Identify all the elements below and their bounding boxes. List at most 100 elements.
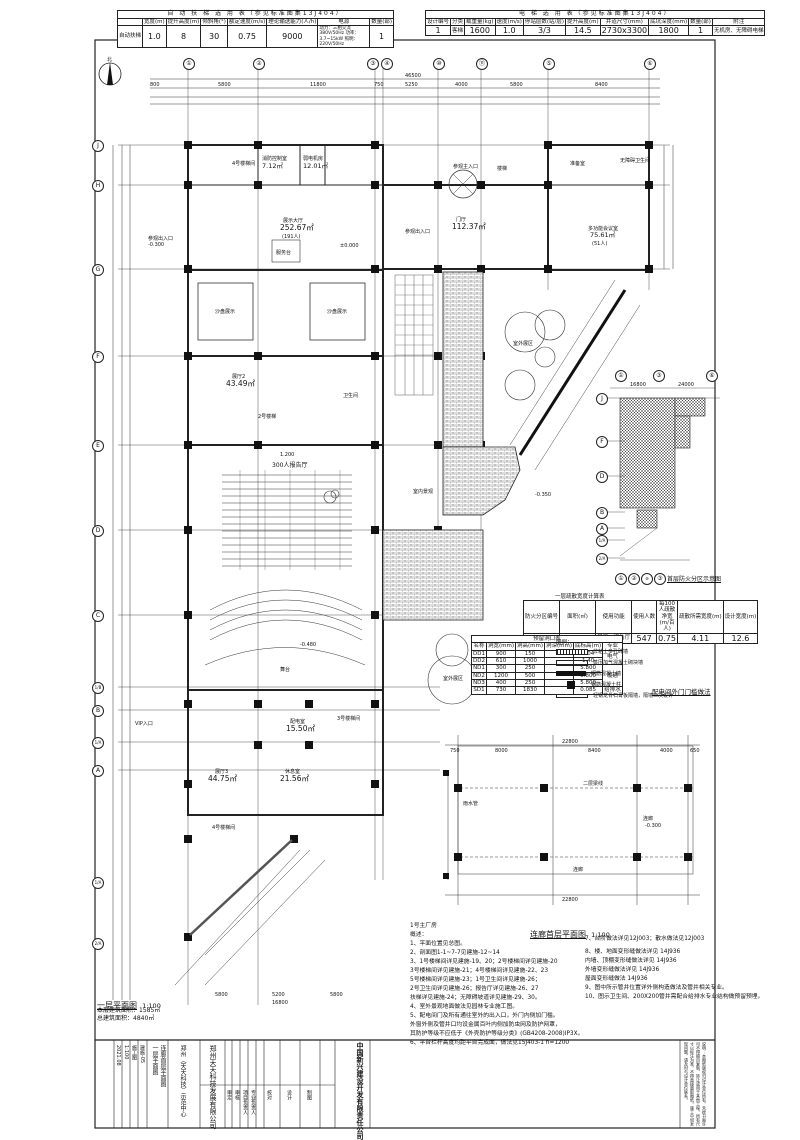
plan-title-text: 一层平面图 [97,1001,137,1010]
beam-line-label: 二层梁线 [583,781,604,787]
room-label: 弱电机房 [303,156,324,162]
dim-label: 11800 [310,82,326,88]
title-block-role: 项目负责人 [242,1090,248,1115]
note-item: 5、配电间门及所有通往室外的出入口，外门内侧加门槛。 [410,1012,559,1019]
room-label: 3号楼梯间 [337,716,361,722]
axis-bubble: ⑤ [543,58,555,70]
room-label: 2号楼梯 [258,414,277,420]
header-cell: 底标高(m) [573,642,604,651]
cell: 1.40 [573,656,604,666]
header-cell: 名称 [471,642,487,651]
cell: 1000 [514,656,546,666]
axis-bubble: ⑥ [644,58,656,70]
axis-bubble: A [596,523,608,535]
room-label: 展厅2 [232,374,246,380]
note-item: 2号卫生间详见建施-26；报告厅详见建施-26、27 [410,985,539,992]
axis-bubble: F [596,436,608,448]
note-item: 外窗外侧及管井口均设金属百叶内侧加防虫网及防护网罩， [410,1021,561,1028]
note-item: 5号楼梯间详见建施-23；1号卫生间详见建施-26； [410,976,541,983]
cell: 给排水 [602,686,623,695]
header-cell: 井道尺寸(mm) [599,17,650,27]
cell: DD2 [471,656,487,666]
cell: 8 [165,25,202,48]
dim-label: 4000 [660,748,673,754]
dim-label: 24000 [678,382,694,388]
header-cell: 防火分区编号 [522,600,561,634]
dim-label: 750 [450,748,460,754]
north-arrow-icon [99,63,121,85]
cell: 250 [514,678,546,688]
header-cell: 使用功能 [595,600,633,634]
legend-label: 非粘土多孔砖墙 [593,649,629,655]
corridor-plan-title-text: 连廊首层平面图 [530,930,586,939]
header-cell: 使用人数 [631,600,658,634]
note-item: 2、剖面图1-1~7-7见建施-12~14 [410,949,500,956]
dim-label: 5800 [215,992,228,998]
room-note: (51人) [592,241,608,247]
room-label: 参观出入口 [405,229,431,235]
title-block-role: 审核 [234,1090,240,1100]
axis-bubble: G [92,264,104,276]
note-item: 屋面变形缝做法 14J936 [585,975,648,982]
title-block-role: 设计 [286,1090,292,1100]
legend-item: 蒸压加气混凝土砌块墙 [556,657,673,668]
dim-label: 8400 [588,748,601,754]
elevator-table-header: 设计编号 分类 载重量(kg) 速度(m/s) 停站层数(站/层) 提升高度(m… [424,17,766,27]
axis-bubble: 1/B [92,682,104,694]
legend-item: 钢筋混凝土柱 [556,679,673,690]
legend-label: 蒸压加气混凝土砌块墙 [593,660,644,666]
legend-item: 轻钢龙骨石膏板隔墙，隔墙二次设计 [556,690,673,701]
title-block-drawing-sub: 连廊首层平面图 [159,1045,166,1087]
note-item: 9、图中所示管井位置详外侧构造做法及管井相关专业。 [585,984,728,991]
room-label: 多功能会议室 [588,226,619,232]
legend-item: 非粘土多孔砖墙 [556,646,673,657]
cell: 400 [485,678,517,688]
elevation-mark: 1.200 [280,452,295,458]
header-cell: 额定速度(m/s) [226,17,268,27]
cell: 250 [514,664,546,673]
title-block-role: 校对 [266,1090,272,1100]
dim-label: 5800 [330,992,343,998]
cell: 动力：三相交流380V/50Hz 功率：3.7~15kW 照明：220V/50H… [317,25,371,48]
room-area: 112.37㎡ [452,222,486,231]
downpipe-label: 雨水管 [463,801,479,807]
dim-label: 8400 [595,82,608,88]
room-label: 4号楼梯间 [212,825,236,831]
elevator-table-title: 电 梯 选 用 表（参见标准图集13J404） [424,10,766,19]
dim-label: 5800 [218,82,231,88]
legend-label: 钢筋混凝土墙 [591,671,622,677]
axis-bubble: C [92,610,104,622]
axis-bubble: ④ [381,58,393,70]
legend-item: 钢筋混凝土墙 [556,668,673,679]
axis-bubble: ① [183,58,195,70]
cell: 500 [514,671,546,680]
header-cell: 速度(m/s) [494,17,524,27]
header-cell: 疏散所需宽度(m) [676,600,724,634]
total-area: 总建筑面积：4840㎡ [97,1015,155,1022]
dim-total: 46500 [405,73,421,79]
room-label: 室外展区 [513,341,534,347]
axis-bubble: ⑪ [476,58,488,70]
note-item: 7、台阶做法详见12J003；散水做法见12J003 [585,936,705,942]
cell: 1830 [514,686,546,695]
room-label: 沙盘展示 [327,309,348,315]
header-cell: 每100人疏散净宽(m/百人) [656,600,678,634]
concrete-column-swatch-icon [567,680,575,689]
dim-label: 750 [374,82,384,88]
elevation-mark: -0.300 [148,242,165,248]
axis-bubble: J [596,393,608,405]
block-wall-swatch-icon [556,659,588,666]
cell: 3/3 [522,25,567,37]
legend-label: 轻钢龙骨石膏板隔墙，隔墙二次设计 [593,693,674,699]
room-label: 消防控制室 [262,156,288,162]
note-item: 扶梯详见建施-24；无障碍坡道详见建施-29、30。 [410,994,541,1001]
elevation-mark: -0.300 [645,823,662,829]
room-label: 室内景观 [413,489,434,495]
title-block-role: 审定 [226,1090,232,1100]
concrete-wall-swatch-icon [556,671,586,676]
cell: 547 [631,632,658,644]
dim-label: 4000 [455,82,468,88]
note-item: 3号楼梯间详见建施-21；4号楼梯间详见建施-22、23 [410,967,549,974]
